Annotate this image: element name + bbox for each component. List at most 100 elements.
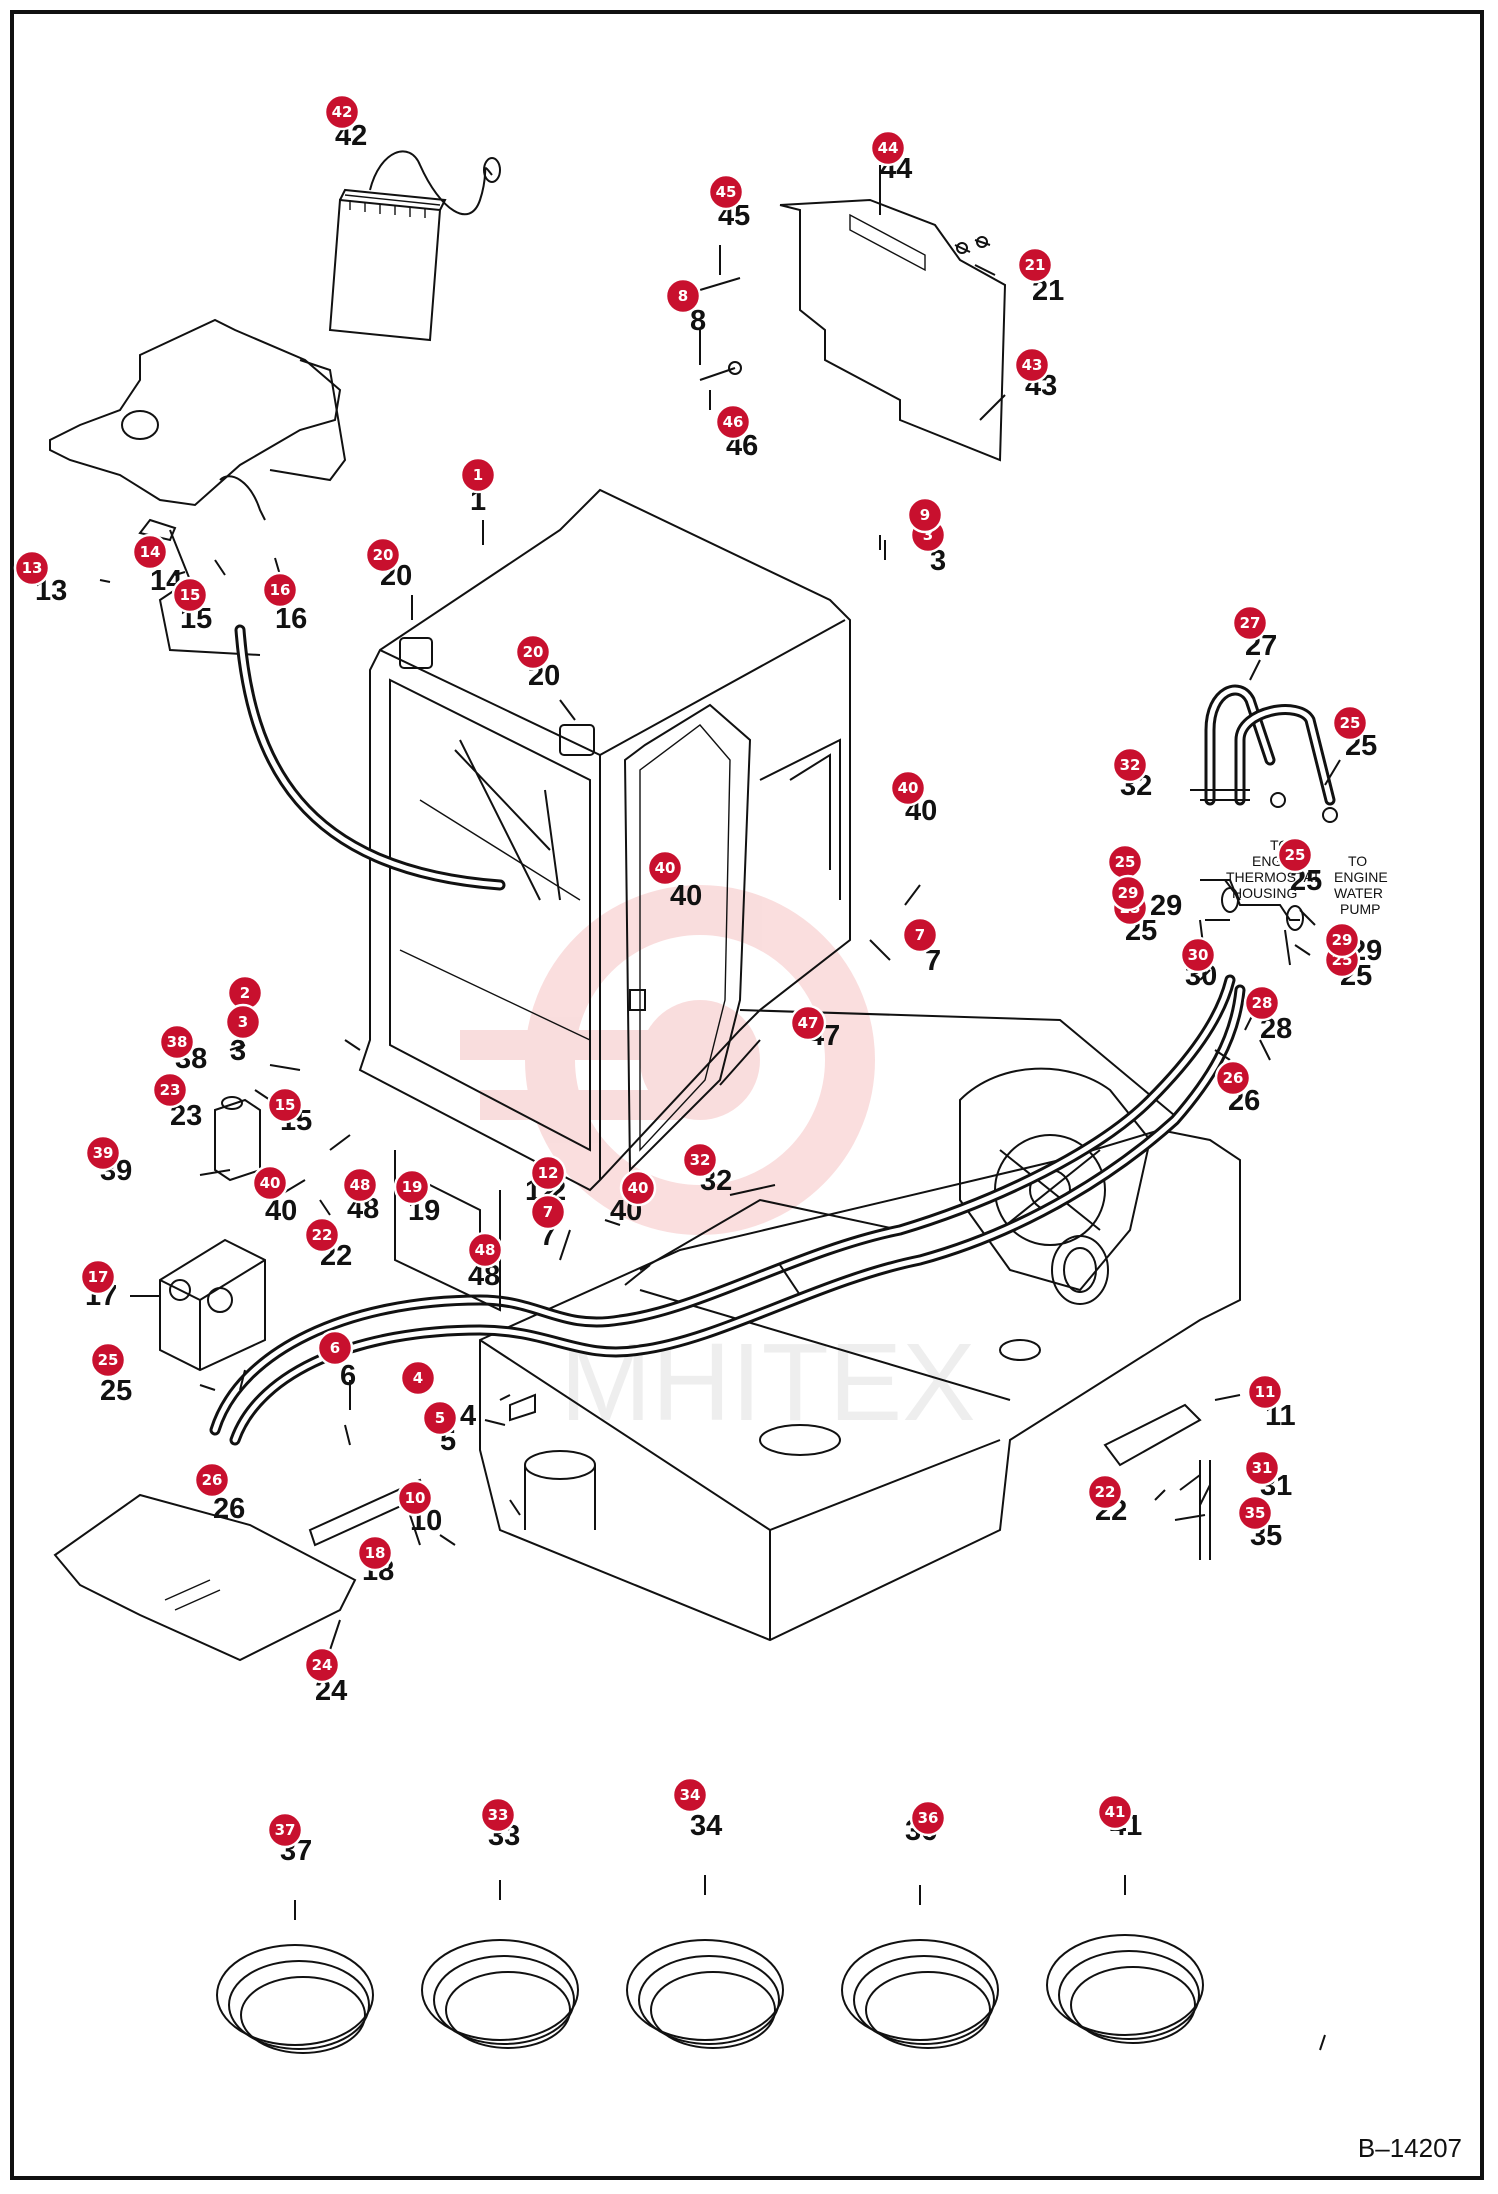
callout-badge-25: 25	[89, 1341, 127, 1379]
callout-badge-number: 29	[1332, 931, 1353, 949]
callout-badge-number: 15	[180, 586, 201, 604]
callout-badge-circle	[421, 1399, 459, 1437]
label-40b: 40	[670, 880, 702, 912]
callout-badge-circle	[261, 571, 299, 609]
callout-badge-23: 23	[151, 1071, 189, 1109]
callout-badge-48: 48	[341, 1166, 379, 1204]
callout-badge-15: 15	[171, 576, 209, 614]
callout-badge-circle	[671, 1776, 709, 1814]
callout-badge-circle	[869, 129, 907, 167]
callout-badge-number: 15	[275, 1096, 296, 1114]
callout-badge-25: 25	[1276, 836, 1314, 874]
callout-badge-42: 42	[323, 93, 361, 131]
callout-badge-number: 30	[1188, 946, 1209, 964]
callout-badge-36: 36	[909, 1799, 947, 1837]
operator-manual	[328, 150, 501, 342]
callout-badge-20: 20	[364, 536, 402, 574]
callout-badge-47: 47	[789, 1004, 827, 1042]
callout-badge-number: 27	[1240, 614, 1261, 632]
callout-badge-35: 35	[1236, 1494, 1274, 1532]
callout-badge-number: 7	[915, 926, 925, 944]
callout-badge-circle	[909, 1799, 947, 1837]
callout-badge-20: 20	[514, 633, 552, 671]
callout-badge-number: 33	[488, 1806, 509, 1824]
callout-badge-number: 25	[1115, 853, 1136, 871]
callout-badge-number: 13	[22, 559, 43, 577]
callout-badge-29: 29	[1323, 921, 1361, 959]
callout-badge-number: 16	[270, 581, 291, 599]
watermark: MHITEX	[460, 885, 976, 1444]
cab	[358, 488, 851, 1192]
callout-badge-4: 4	[399, 1359, 437, 1397]
callout-badge-circle	[1109, 874, 1147, 912]
callout-badge-number: 24	[312, 1656, 333, 1674]
callout-badge-number: 3	[238, 1013, 248, 1031]
callout-badge-number: 22	[312, 1226, 333, 1244]
callout-badge-12: 12	[529, 1154, 567, 1192]
callout-badge-circle	[714, 403, 752, 441]
callout-badge-circle	[1276, 836, 1314, 874]
callout-badge-circle	[906, 496, 944, 534]
callout-badge-5: 5	[421, 1399, 459, 1437]
callout-badge-circle	[479, 1796, 517, 1834]
callout-badge-7: 7	[529, 1193, 567, 1231]
callout-badge-39: 39	[84, 1134, 122, 1172]
callout-badge-circle	[1013, 346, 1051, 384]
callout-badge-number: 42	[332, 103, 353, 121]
label-1: 1	[470, 485, 486, 517]
access-panel	[699, 198, 1007, 462]
callout-badge-circle	[251, 1164, 289, 1202]
callout-badge-8: 8	[664, 277, 702, 315]
note-thermostat-3: HOUSING	[1232, 885, 1297, 901]
callout-badge-circle	[646, 849, 684, 887]
callout-badge-28: 28	[1243, 984, 1281, 1022]
callout-badge-number: 22	[1095, 1483, 1116, 1501]
callout-badge-number: 47	[798, 1014, 819, 1032]
callout-badge-circle	[514, 633, 552, 671]
callout-badge-circle	[459, 456, 497, 494]
callout-badge-26: 26	[193, 1461, 231, 1499]
callout-badge-17: 17	[79, 1258, 117, 1296]
badges: 1233456778910111213141515161718192020212…	[13, 93, 1369, 1849]
callout-badge-number: 18	[365, 1544, 386, 1562]
callout-badge-number: 20	[373, 546, 394, 564]
label-7a: 7	[925, 945, 941, 977]
callout-badge-circle	[158, 1023, 196, 1061]
callout-badge-number: 4	[413, 1369, 423, 1387]
heater-hoses	[209, 974, 1246, 1446]
note-pump-0: TO	[1348, 853, 1367, 869]
callout-badge-40: 40	[619, 1169, 657, 1207]
label-16: 16	[275, 603, 307, 635]
callout-badge-circle	[1179, 936, 1217, 974]
callout-badge-number: 23	[160, 1081, 181, 1099]
note-pump-2: WATER	[1334, 885, 1383, 901]
callout-badge-circle	[529, 1193, 567, 1231]
callout-badge-number: 38	[167, 1033, 188, 1051]
callout-badge-32: 32	[681, 1141, 719, 1179]
note-pump-3: PUMP	[1340, 901, 1380, 917]
callout-badge-number: 34	[680, 1786, 701, 1804]
callout-badge-circle	[89, 1341, 127, 1379]
callout-badge-7: 7	[901, 916, 939, 954]
label-3a: 3	[930, 545, 946, 577]
callout-badge-number: 2	[240, 984, 250, 1002]
label-29a: 29	[1150, 890, 1182, 922]
callout-badge-circle	[323, 93, 361, 131]
callout-badge-33: 33	[479, 1796, 517, 1834]
callout-badge-number: 6	[330, 1339, 340, 1357]
hose-coils	[216, 1934, 1204, 2054]
callout-badge-38: 38	[158, 1023, 196, 1061]
callout-badge-circle	[131, 533, 169, 571]
callout-badge-number: 17	[88, 1268, 109, 1286]
callout-badge-number: 1	[473, 466, 483, 484]
diagram-id: B–14207	[1357, 2133, 1462, 2163]
callout-badge-circle	[1096, 1793, 1134, 1831]
callout-badge-circle	[393, 1168, 431, 1206]
callout-badge-43: 43	[1013, 346, 1051, 384]
callout-badge-number: 25	[1340, 714, 1361, 732]
callout-badge-22: 22	[303, 1216, 341, 1254]
callout-badge-circle	[1243, 1449, 1281, 1487]
callout-badge-circle	[266, 1811, 304, 1849]
callout-badge-26: 26	[1214, 1059, 1252, 1097]
callout-badge-number: 40	[260, 1174, 281, 1192]
